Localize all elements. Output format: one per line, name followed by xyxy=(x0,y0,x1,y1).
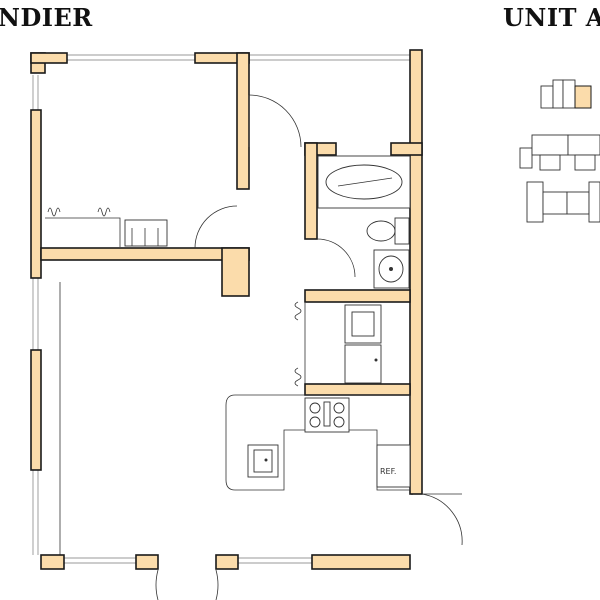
project-title: NDIER xyxy=(0,3,93,32)
kitchen-fixtures: REF. xyxy=(225,394,411,491)
windows xyxy=(32,54,410,564)
walls xyxy=(30,49,423,570)
bathroom-fixtures xyxy=(317,155,411,289)
hall-closet-fixtures xyxy=(294,301,382,387)
closet-fixtures xyxy=(45,207,168,247)
doors xyxy=(155,94,463,600)
key-plan xyxy=(519,79,600,223)
fridge-label: REF. xyxy=(380,467,396,476)
unit-title: UNIT A ' xyxy=(503,3,600,32)
